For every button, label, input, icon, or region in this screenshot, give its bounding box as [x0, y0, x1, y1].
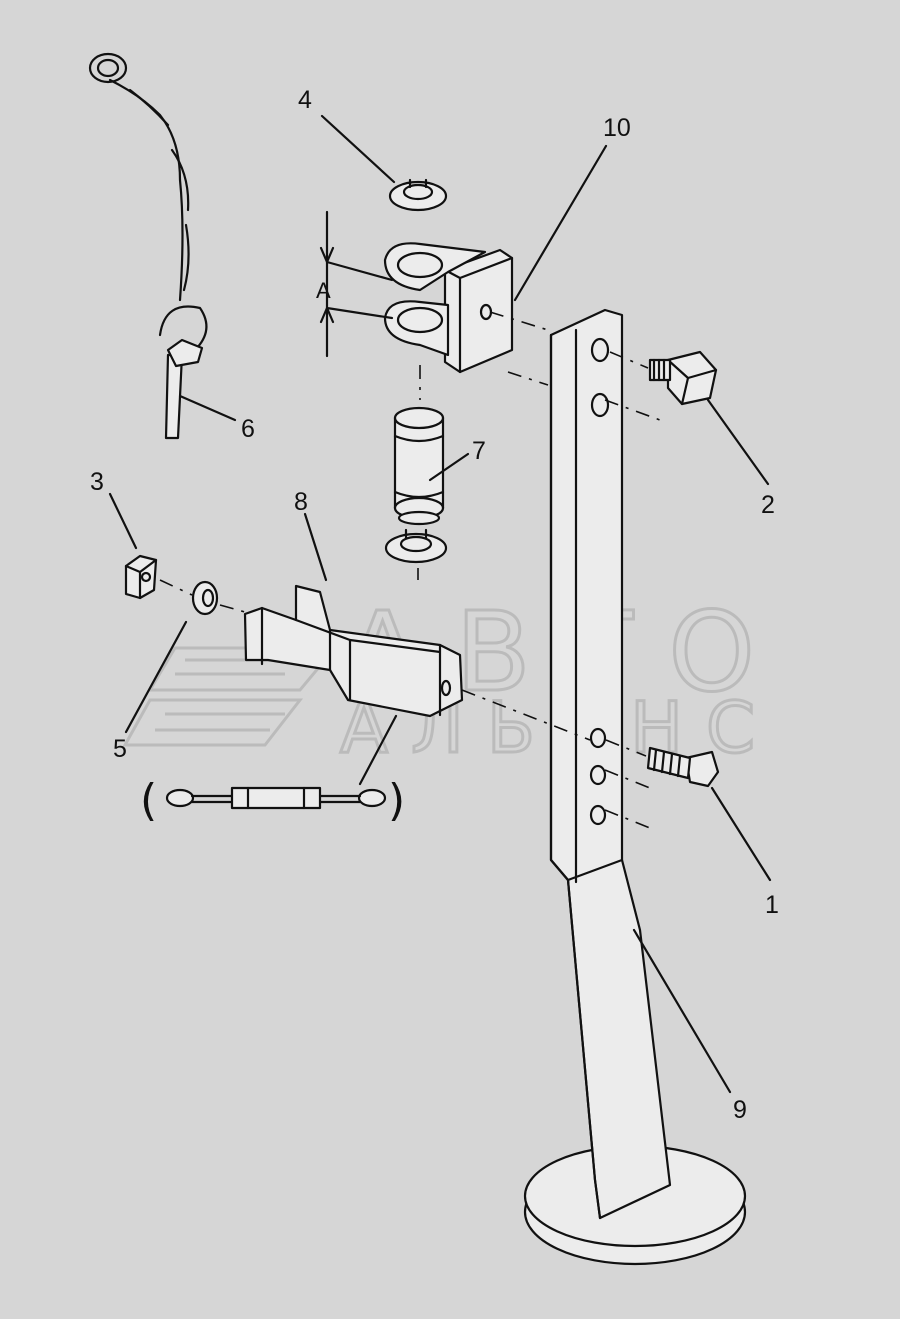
part-5-washer: [191, 580, 246, 616]
dimension-a: A: [316, 210, 394, 358]
bracket-ear-bottom-hole: [396, 306, 444, 334]
chain: [108, 78, 184, 302]
callout-10: 10: [603, 114, 631, 142]
callout-1: 1: [765, 891, 779, 919]
stand-edge: [566, 328, 624, 884]
part-1-bolt-lower: [605, 739, 720, 788]
ring-top: [88, 52, 128, 84]
callout-8: 8: [294, 488, 308, 516]
part-10-bracket: [383, 242, 549, 400]
bracket-ear-top-hole: [396, 251, 444, 279]
part-2-bolt-upper: [609, 350, 718, 406]
part-8-holder: [243, 584, 591, 741]
callout-labels: 1 2 3 4 5 6 7 8 9 10: [90, 86, 779, 1124]
bracket-plate: [443, 248, 514, 374]
part-6-lynch-pin: [88, 52, 208, 440]
pin-ring: [158, 305, 208, 352]
callout-4: 4: [298, 86, 312, 114]
part-9-jack-stand: [523, 308, 747, 1266]
callout-6: 6: [241, 415, 255, 443]
stand-hole-5: [589, 804, 607, 826]
stand-hole-2: [590, 392, 610, 418]
stand-hole-4: [589, 764, 607, 786]
callout-5: 5: [113, 735, 127, 763]
callout-3: 3: [90, 468, 104, 496]
circlip-lower: [384, 528, 448, 580]
stand-hole-1: [590, 337, 610, 363]
paren-open: (: [140, 775, 157, 826]
dimension-a-label: A: [316, 278, 331, 303]
turnbuckle: ( ): [140, 775, 405, 826]
callout-2: 2: [761, 491, 775, 519]
leaders: [108, 114, 772, 1094]
callout-9: 9: [733, 1096, 747, 1124]
part-4-circlip: [388, 178, 448, 212]
paren-close: ): [388, 775, 405, 826]
stand-hole-3: [589, 727, 607, 749]
callout-7: 7: [472, 437, 486, 465]
part-3-nut: [124, 554, 193, 600]
part-7-pin: [393, 406, 445, 526]
